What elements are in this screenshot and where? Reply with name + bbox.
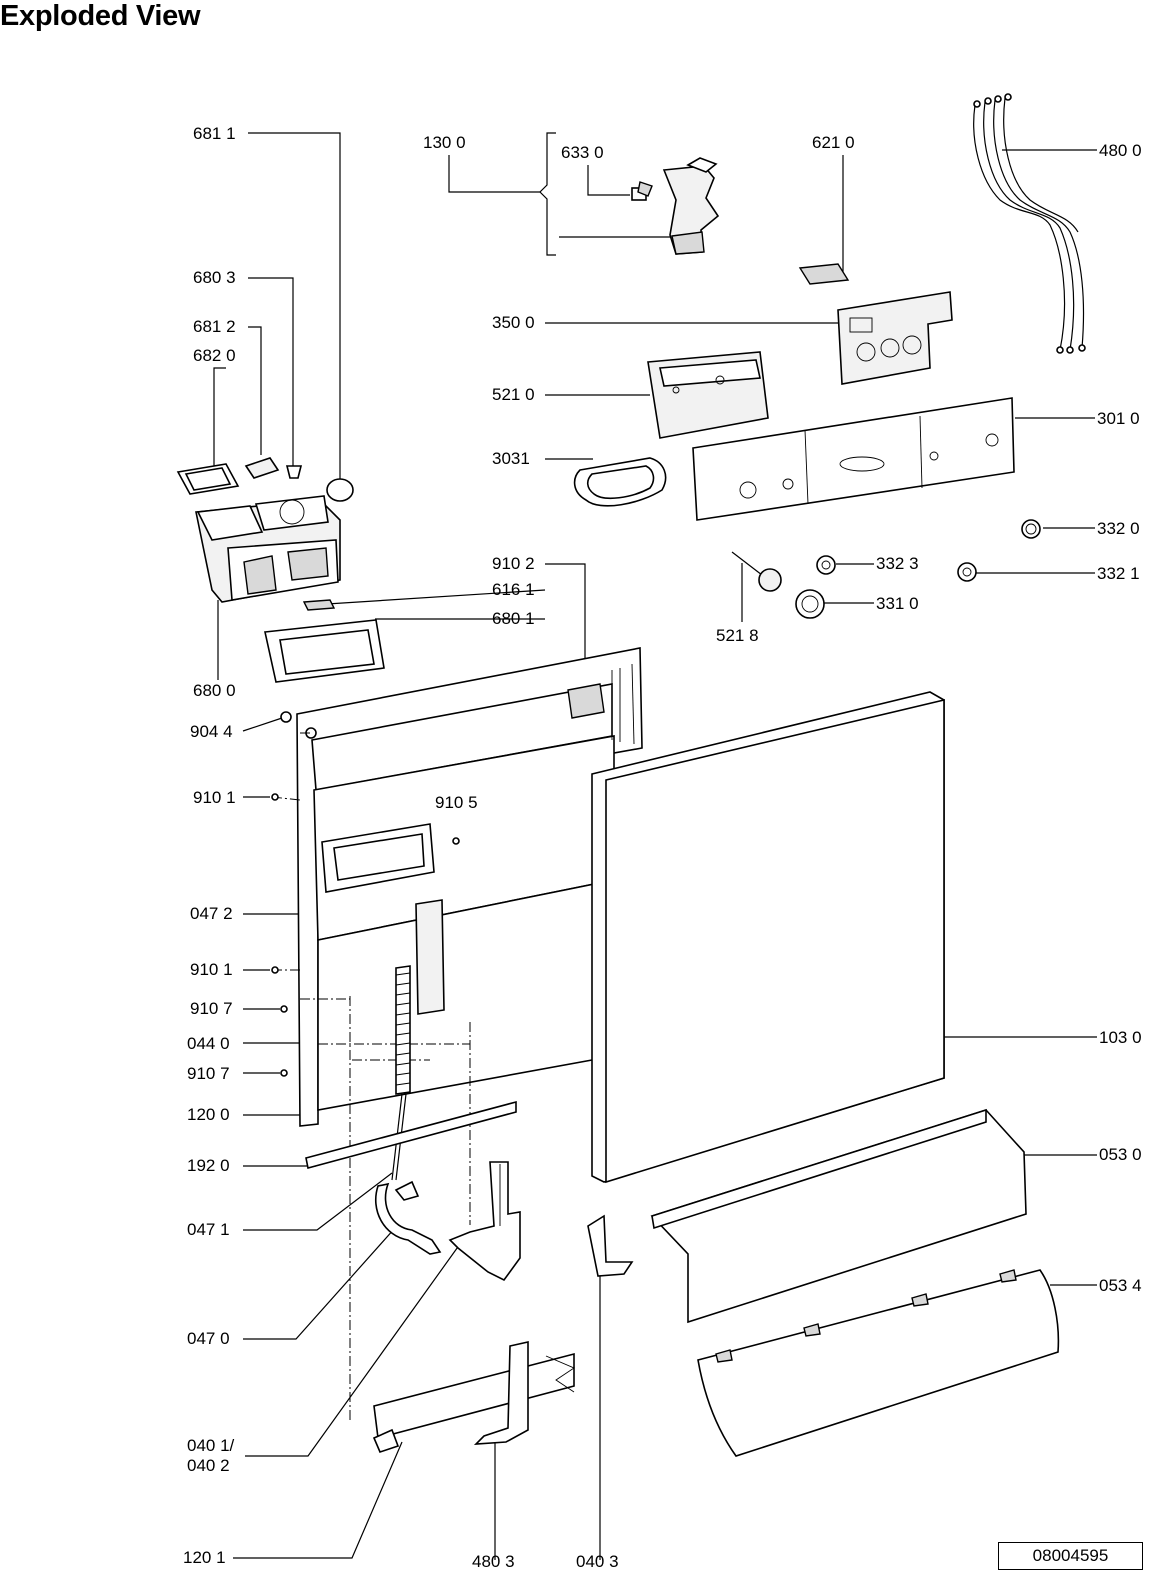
dispenser-part	[195, 495, 341, 603]
part-label-9105: 910 5	[435, 793, 478, 812]
part-label-0401: 040 1/	[187, 1436, 235, 1455]
part-label-1300: 130 0	[423, 133, 466, 152]
part-label-6811: 681 1	[193, 124, 236, 143]
part-label-0471: 047 1	[187, 1220, 230, 1239]
part-label-1030: 103 0	[1099, 1028, 1142, 1047]
knob-332-3-part	[816, 555, 836, 575]
screws	[271, 711, 460, 1077]
part-label-9101-lower: 910 1	[190, 960, 233, 979]
seal-part	[176, 463, 240, 495]
part-label-6801: 680 1	[492, 609, 535, 628]
part-label-9101-upper: 910 1	[193, 788, 236, 807]
small-circuit-board-part	[798, 263, 850, 285]
part-label-1920: 192 0	[187, 1156, 230, 1175]
knob-331-0-part	[795, 589, 825, 619]
electronic-module-part	[647, 351, 769, 439]
part-label-6803: 680 3	[193, 268, 236, 287]
part-label-9107-upper: 910 7	[190, 999, 233, 1018]
document-number: 08004595	[1032, 1546, 1109, 1565]
part-label-6812: 681 2	[193, 317, 236, 336]
part-label-4803: 480 3	[472, 1552, 515, 1571]
part-label-9102: 910 2	[492, 554, 535, 573]
leader-lines	[213, 132, 1097, 1560]
inner-door-panel-part	[296, 647, 643, 1127]
lower-plate-part	[372, 1352, 575, 1453]
wiring-harness-part	[973, 93, 1086, 354]
shaft-knob-521-8-part	[731, 551, 782, 592]
part-label-3010: 301 0	[1097, 409, 1140, 428]
control-board-part	[837, 291, 953, 385]
part-label-6210: 621 0	[812, 133, 855, 152]
small-bracket-part	[587, 1214, 634, 1277]
part-label-1200: 120 0	[187, 1105, 230, 1124]
part-label-3320: 332 0	[1097, 519, 1140, 538]
switch-assembly-part	[631, 157, 720, 255]
part-label-9107-lower: 910 7	[187, 1064, 230, 1083]
part-label-4800: 480 0	[1099, 141, 1142, 160]
l-bracket-part	[473, 1341, 529, 1445]
part-label-9044: 904 4	[190, 722, 233, 741]
part-label-6800: 680 0	[193, 681, 236, 700]
kick-plate-part	[650, 1108, 1027, 1324]
outer-door-panel-part	[591, 691, 945, 1184]
round-cap-part	[326, 478, 354, 502]
small-clip-part	[302, 599, 336, 611]
hinge-bracket-part	[448, 1161, 521, 1282]
part-label-0403: 040 3	[576, 1552, 619, 1571]
part-label-0530: 053 0	[1099, 1145, 1142, 1164]
part-label-1201: 120 1	[183, 1548, 226, 1567]
part-label-5218: 521 8	[716, 626, 759, 645]
part-label-0470: 047 0	[187, 1329, 230, 1348]
cap-part	[244, 457, 280, 479]
gasket-part	[264, 619, 385, 683]
part-label-3310: 331 0	[876, 594, 919, 613]
page-title: Exploded View	[0, 0, 201, 32]
part-label-3500: 350 0	[492, 313, 535, 332]
document-number-box: 08004595	[998, 1542, 1143, 1570]
small-pin-part	[285, 465, 303, 479]
part-label-0402: 040 2	[187, 1456, 230, 1475]
part-label-5210: 521 0	[492, 385, 535, 404]
knob-332-0-part	[1021, 519, 1041, 539]
part-label-6161: 616 1	[492, 580, 535, 599]
part-label-0472: 047 2	[190, 904, 233, 923]
part-label-6330: 633 0	[561, 143, 604, 162]
part-label-3321: 332 1	[1097, 564, 1140, 583]
part-label-3323: 332 3	[876, 554, 919, 573]
part-label-3031: 3031	[492, 449, 530, 468]
knob-332-1-part	[957, 562, 977, 582]
handle-part	[573, 457, 667, 507]
part-label-6820: 682 0	[193, 346, 236, 365]
plinth-part	[697, 1269, 1060, 1457]
control-panel-part	[692, 397, 1015, 521]
part-label-0440: 044 0	[187, 1034, 230, 1053]
part-label-0534: 053 4	[1099, 1276, 1142, 1295]
rail-part	[305, 1100, 517, 1169]
hinge-pulley-part	[374, 1180, 442, 1255]
